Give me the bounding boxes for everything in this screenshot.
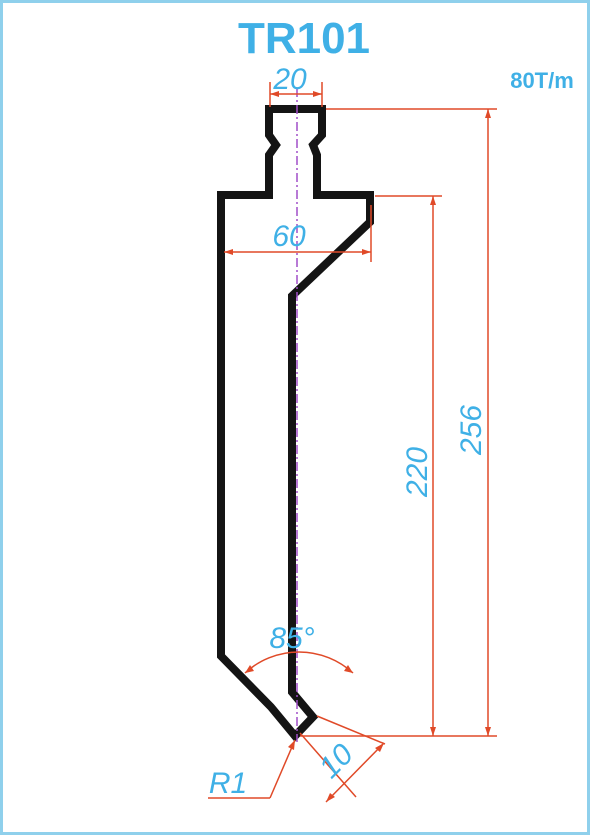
dim-tip-radius — [208, 739, 296, 799]
dim-top-width — [269, 82, 323, 107]
dim-height-total — [485, 109, 491, 736]
dim-height-upper-label: 220 — [401, 447, 434, 498]
dim-height-upper — [430, 196, 436, 736]
tool-title: TR101 — [238, 14, 370, 63]
dim-top-width-label: 20 — [272, 63, 307, 96]
dim-shoulder-width — [224, 205, 372, 262]
dim-shoulder-width-label: 60 — [272, 220, 306, 253]
dim-tip-radius-label: R1 — [209, 767, 247, 800]
dim-tip-length — [299, 715, 386, 803]
dim-height-total-label: 256 — [455, 405, 488, 456]
tool-profile-outline — [217, 105, 374, 743]
dim-tip-length-label: 10 — [313, 738, 360, 785]
tonnage-rating: 80T/m — [510, 68, 574, 93]
dim-tip-angle-label: 85° — [269, 622, 314, 655]
dim-tip-angle — [244, 651, 354, 674]
